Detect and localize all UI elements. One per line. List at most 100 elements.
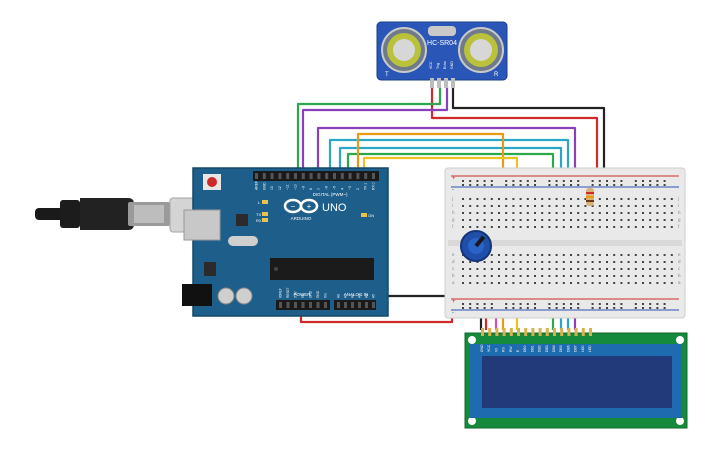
breadboard-hole[interactable]: [512, 205, 515, 207]
rail-hole[interactable]: [519, 303, 522, 305]
rail-hole[interactable]: [606, 307, 608, 309]
breadboard-hole[interactable]: [663, 268, 666, 270]
breadboard-hole[interactable]: [584, 205, 587, 207]
breadboard-hole[interactable]: [591, 261, 594, 263]
lcd-pin[interactable]: [524, 328, 528, 336]
breadboard-hole[interactable]: [490, 282, 493, 284]
breadboard-hole[interactable]: [627, 198, 630, 200]
breadboard-hole[interactable]: [570, 212, 572, 214]
digital-pin-socket[interactable]: [348, 173, 352, 179]
rail-hole[interactable]: [606, 184, 608, 186]
rail-hole[interactable]: [577, 303, 580, 305]
rail-hole[interactable]: [469, 180, 472, 182]
breadboard-hole[interactable]: [598, 254, 601, 256]
breadboard-hole[interactable]: [555, 261, 558, 263]
rail-hole[interactable]: [562, 307, 565, 309]
breadboard-hole[interactable]: [548, 261, 551, 263]
breadboard-hole[interactable]: [512, 282, 515, 284]
digital-pin-socket[interactable]: [301, 173, 305, 179]
lcd-pin[interactable]: [574, 328, 578, 336]
rail-hole[interactable]: [469, 303, 472, 305]
breadboard-hole[interactable]: [656, 205, 659, 207]
breadboard-hole[interactable]: [490, 226, 493, 228]
breadboard-hole[interactable]: [526, 261, 529, 263]
breadboard-hole[interactable]: [548, 268, 551, 270]
rail-hole[interactable]: [548, 184, 551, 186]
breadboard-hole[interactable]: [462, 261, 464, 263]
breadboard-hole[interactable]: [541, 268, 544, 270]
breadboard-hole[interactable]: [656, 282, 659, 284]
rail-hole[interactable]: [512, 180, 515, 182]
lcd-pin[interactable]: [560, 328, 564, 336]
rail-hole[interactable]: [476, 184, 479, 186]
breadboard-hole[interactable]: [634, 254, 637, 256]
rail-hole[interactable]: [548, 303, 551, 305]
breadboard-hole[interactable]: [541, 261, 544, 263]
breadboard-hole[interactable]: [606, 261, 608, 263]
breadboard-hole[interactable]: [577, 212, 580, 214]
breadboard-hole[interactable]: [469, 261, 472, 263]
breadboard-hole[interactable]: [656, 268, 659, 270]
arduino-board[interactable]: − + UNO ARDUINO DIGITAL (PWM~) POWER ANA…: [182, 167, 389, 317]
lcd-pin[interactable]: [495, 328, 499, 336]
power-pin-socket[interactable]: [324, 302, 327, 308]
breadboard-hole[interactable]: [606, 226, 608, 228]
breadboard-hole[interactable]: [670, 275, 673, 277]
breadboard-hole[interactable]: [562, 275, 565, 277]
rail-hole[interactable]: [483, 180, 486, 182]
breadboard-hole[interactable]: [649, 282, 652, 284]
breadboard-hole[interactable]: [591, 282, 594, 284]
power-pin-socket[interactable]: [301, 302, 305, 308]
rail-hole[interactable]: [591, 307, 594, 309]
breadboard-hole[interactable]: [620, 226, 623, 228]
breadboard-hole[interactable]: [613, 268, 616, 270]
breadboard-hole[interactable]: [505, 198, 508, 200]
rail-hole[interactable]: [656, 307, 659, 309]
breadboard-hole[interactable]: [670, 261, 673, 263]
breadboard-hole[interactable]: [469, 198, 472, 200]
analog-pin-socket[interactable]: [372, 302, 375, 308]
rail-hole[interactable]: [562, 303, 565, 305]
breadboard-hole[interactable]: [548, 212, 551, 214]
breadboard-hole[interactable]: [606, 268, 608, 270]
breadboard-hole[interactable]: [562, 261, 565, 263]
breadboard-hole[interactable]: [670, 226, 673, 228]
breadboard-hole[interactable]: [627, 226, 630, 228]
breadboard-hole[interactable]: [534, 205, 536, 207]
breadboard-hole[interactable]: [483, 219, 486, 221]
lcd-pin[interactable]: [581, 328, 585, 336]
breadboard-hole[interactable]: [555, 226, 558, 228]
breadboard-hole[interactable]: [634, 282, 637, 284]
breadboard-hole[interactable]: [570, 268, 572, 270]
rail-hole[interactable]: [534, 303, 536, 305]
rail-hole[interactable]: [570, 184, 572, 186]
breadboard-hole[interactable]: [490, 261, 493, 263]
breadboard-hole[interactable]: [512, 198, 515, 200]
breadboard-hole[interactable]: [469, 226, 472, 228]
rail-hole[interactable]: [483, 307, 486, 309]
potentiometer[interactable]: [460, 230, 492, 262]
lcd-pin[interactable]: [481, 328, 484, 336]
rail-hole[interactable]: [519, 180, 522, 182]
breadboard-hole[interactable]: [541, 282, 544, 284]
digital-pin-socket[interactable]: [286, 173, 290, 179]
breadboard-hole[interactable]: [577, 254, 580, 256]
rail-hole[interactable]: [642, 303, 644, 305]
breadboard-hole[interactable]: [519, 268, 522, 270]
rail-hole[interactable]: [634, 307, 637, 309]
breadboard-hole[interactable]: [519, 282, 522, 284]
breadboard-hole[interactable]: [562, 226, 565, 228]
breadboard-hole[interactable]: [519, 219, 522, 221]
breadboard-hole[interactable]: [598, 198, 601, 200]
breadboard-hole[interactable]: [555, 254, 558, 256]
breadboard-hole[interactable]: [642, 261, 644, 263]
breadboard-hole[interactable]: [476, 205, 479, 207]
rail-hole[interactable]: [490, 184, 493, 186]
rail-hole[interactable]: [505, 180, 508, 182]
digital-pin-socket[interactable]: [356, 173, 360, 179]
breadboard-hole[interactable]: [634, 212, 637, 214]
breadboard-hole[interactable]: [512, 219, 515, 221]
breadboard-hole[interactable]: [462, 219, 464, 221]
breadboard-hole[interactable]: [656, 254, 659, 256]
rail-hole[interactable]: [512, 303, 515, 305]
